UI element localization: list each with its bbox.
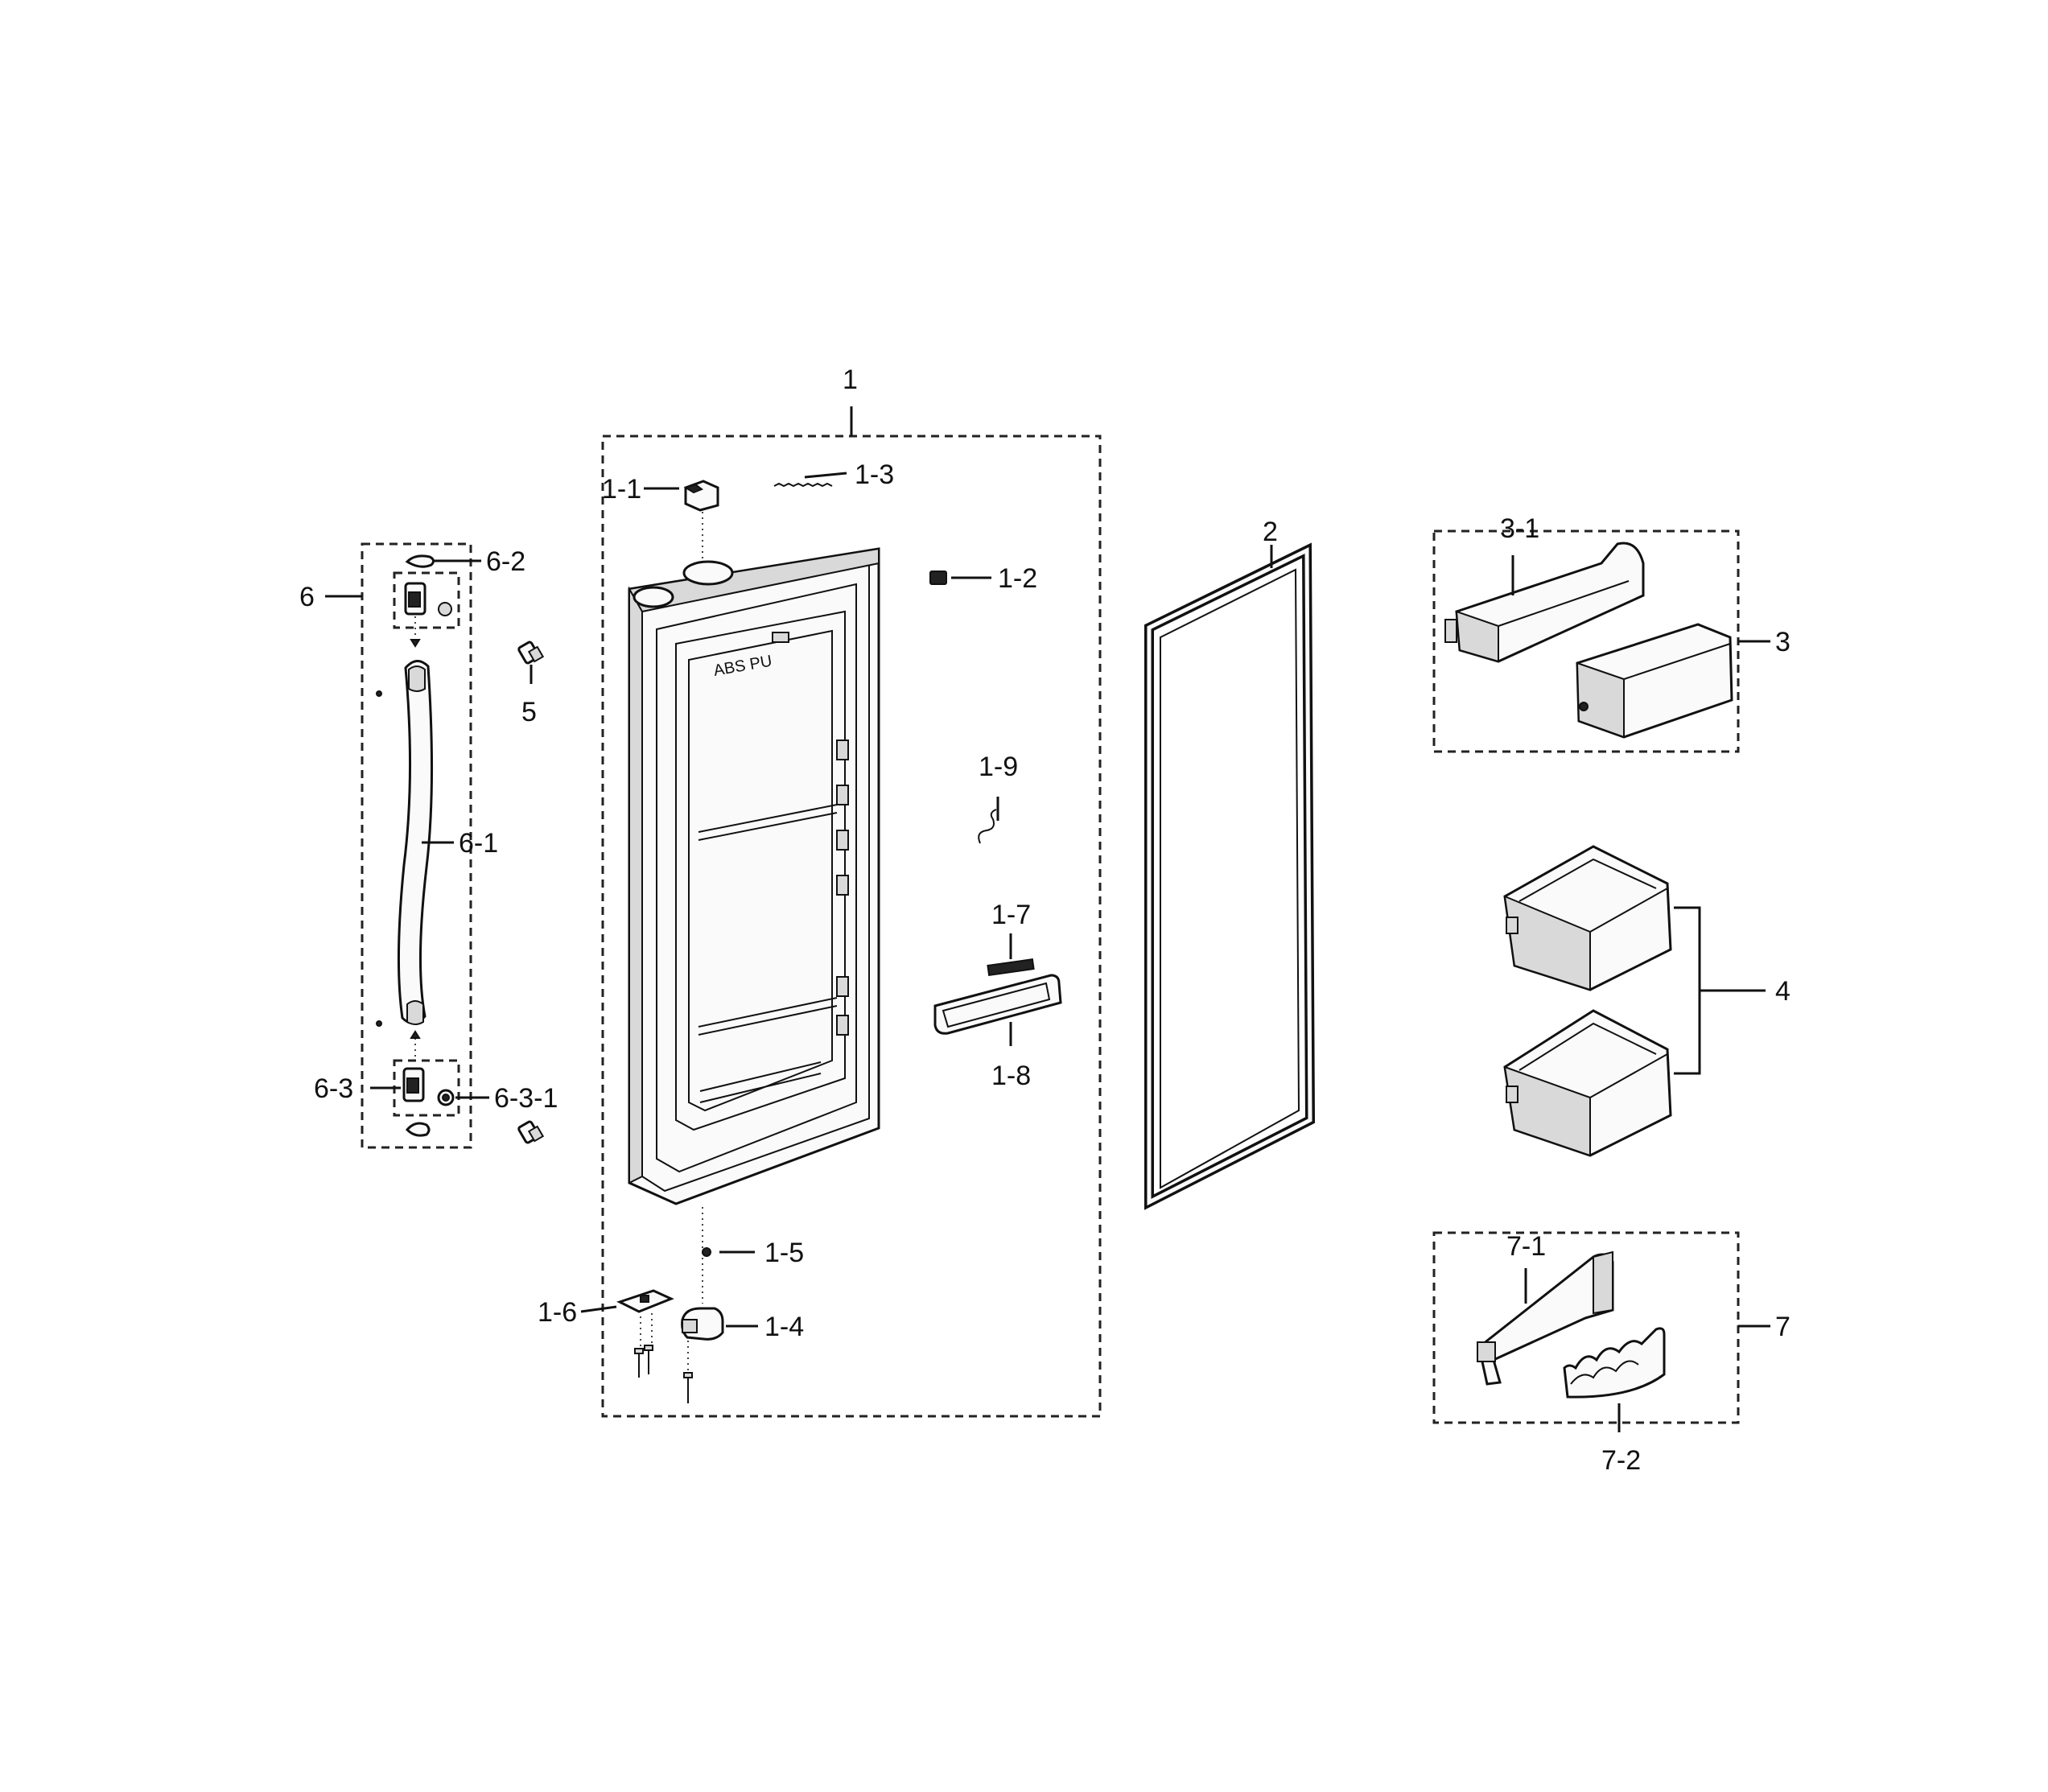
callout-1-8: 1-8 [991, 1061, 1031, 1091]
callout-1-1: 1-1 [602, 474, 641, 505]
callout-1-5: 1-5 [764, 1238, 804, 1268]
callout-6-1: 6-1 [459, 828, 498, 859]
callout-1-6: 1-6 [538, 1297, 577, 1328]
callout-5: 5 [521, 697, 537, 727]
bin-cover [1576, 623, 1733, 739]
callout-2: 2 [1263, 517, 1278, 547]
upper-mount-box [393, 571, 460, 629]
part-1-2-stopper: 1-2 [929, 563, 1037, 594]
part-5-handle-screw: 5 [517, 641, 545, 727]
group-7-box [1432, 1231, 1740, 1424]
part-6-3-1-mount-screw: 6-3-1 [437, 1083, 558, 1114]
door-body: ABS PU [628, 547, 880, 1304]
handle-assembly-group: 6 6-2 6-1 [299, 542, 558, 1149]
bin-group-3: 3 3-1 [1432, 513, 1790, 753]
part-7-1-rack-support: 7-1 [1477, 1231, 1614, 1386]
callout-1-7: 1-7 [991, 900, 1031, 930]
upper-handle-mount [404, 582, 452, 648]
part-7-2-wine-rack: 7-2 [1563, 1327, 1666, 1476]
callout-6-3-1: 6-3-1 [494, 1083, 558, 1114]
group-6-box [361, 542, 472, 1149]
part-2-door-gasket: 2 [1144, 517, 1316, 1210]
callout-7-1: 7-1 [1506, 1231, 1546, 1262]
callout-3: 3 [1775, 627, 1790, 657]
callout-7-2: 7-2 [1601, 1445, 1641, 1476]
callout-6-3: 6-3 [314, 1073, 353, 1104]
part-1-8-cover: 1-8 [933, 974, 1062, 1091]
callout-3-1: 3-1 [1500, 513, 1539, 544]
callout-1-2: 1-2 [998, 563, 1037, 594]
part-6-2-end-cap: 6-2 [405, 546, 525, 577]
callout-1: 1 [843, 365, 858, 395]
part-6-1-door-handle: 6-1 [376, 660, 498, 1027]
part-1-3-hinge-spring: 1-3 [773, 459, 894, 490]
door-assembly-group: 1 1-1 1-3 1-2 [538, 365, 1102, 1418]
lower-handle-screw [517, 1120, 545, 1144]
callout-6: 6 [299, 582, 315, 612]
callout-7: 7 [1775, 1312, 1790, 1342]
door-bin-lower [1503, 1009, 1672, 1157]
callout-6-2: 6-2 [486, 546, 525, 577]
rack-group-7: 7 7-1 7-2 [1432, 1231, 1790, 1476]
callout-4: 4 [1775, 976, 1790, 1007]
part-1-4-lower-hinge: 1-4 [681, 1307, 804, 1403]
part-1-7-trim-strip: 1-7 [987, 900, 1035, 976]
door-bin-upper [1503, 845, 1672, 991]
callout-1-3: 1-3 [855, 459, 894, 490]
part-3-1-bin-bracket: 3-1 [1444, 513, 1645, 663]
part-1-1-upper-hinge-cap: 1-1 [602, 474, 719, 563]
callout-1-9: 1-9 [979, 752, 1018, 782]
part-1-9-wire-clip: 1-9 [978, 752, 1018, 844]
part-1-5-hinge-pin: 1-5 [702, 1238, 804, 1268]
lower-end-cap [405, 1122, 431, 1137]
part-1-6-lower-bracket: 1-6 [538, 1289, 674, 1378]
door-bins-group-4: 4 [1503, 845, 1790, 1157]
part-6-3-lower-handle-mount: 6-3 [314, 1067, 425, 1104]
callout-1-4: 1-4 [764, 1312, 804, 1342]
